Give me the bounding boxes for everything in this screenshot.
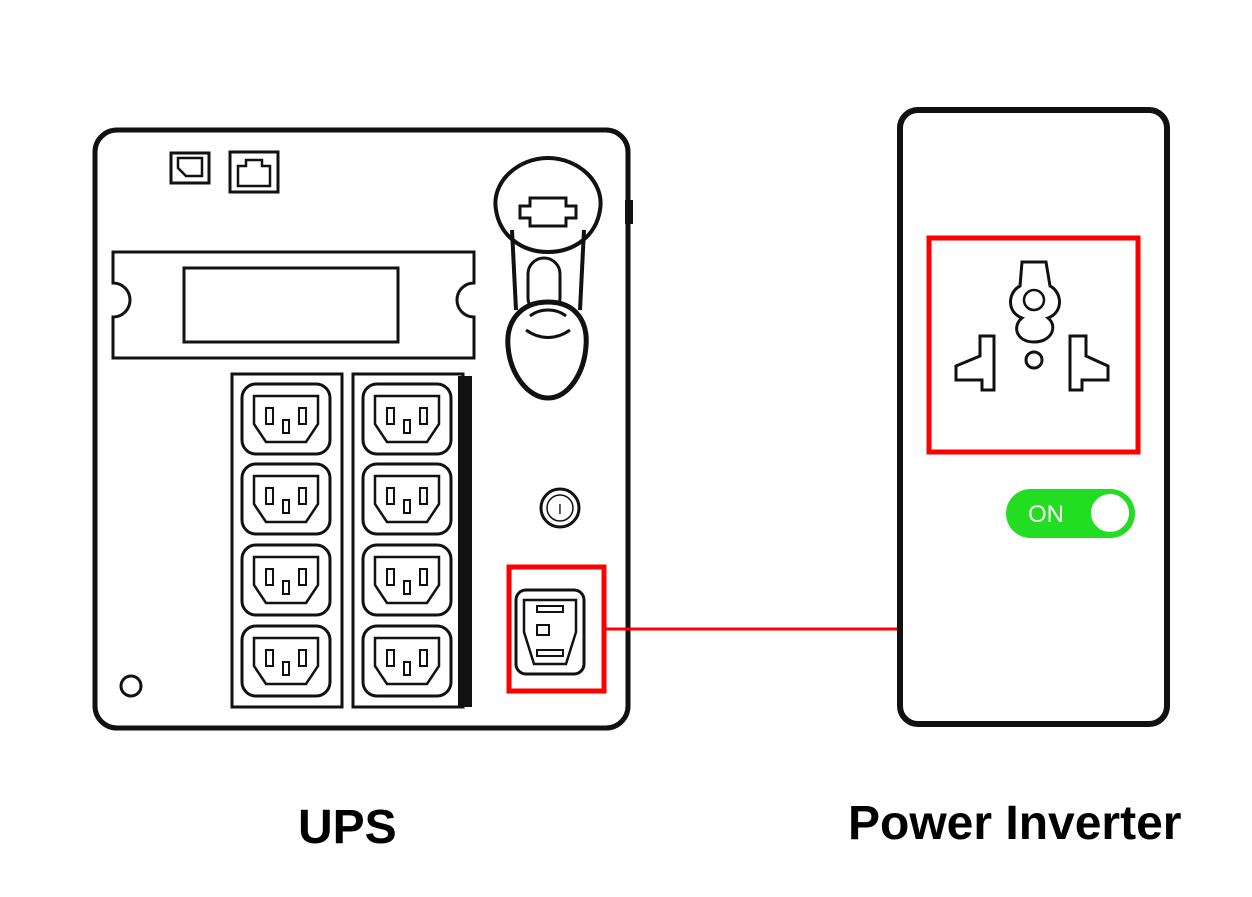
iec-c13-outlet-icon <box>242 384 330 454</box>
ups-unit: GROUP 1 I <box>92 127 633 731</box>
inverter-power-toggle[interactable]: ON <box>1006 489 1135 538</box>
expansion-slot <box>111 250 476 360</box>
iec-c13-outlet-icon <box>242 464 330 534</box>
iec-c13-outlet-icon <box>363 384 451 454</box>
inverter-caption: Power Inverter <box>848 797 1182 850</box>
rj45-port-icon <box>228 150 280 194</box>
ups-panel-edge-tab <box>625 200 633 224</box>
inverter-unit: ON <box>897 107 1170 727</box>
inverter-outlet-highlight <box>926 235 1141 455</box>
universal-socket-icon[interactable] <box>954 260 1110 392</box>
ups-ground-screw <box>119 674 143 698</box>
iec-c13-outlet-icon <box>363 545 451 615</box>
ups-caption: UPS <box>298 801 397 854</box>
power-button-glyph: I <box>558 501 562 518</box>
inverter-body <box>897 107 1170 727</box>
iec-c13-outlet-icon <box>363 464 451 534</box>
toggle-state-label: ON <box>1028 501 1064 528</box>
usb-b-port-icon <box>169 151 211 185</box>
power-cord-retainer-icon <box>493 155 603 401</box>
ups-outlet-bank: GROUP 1 <box>230 372 472 709</box>
iec-c13-outlet-icon <box>242 545 330 615</box>
outlet-group-bar <box>458 376 472 707</box>
iec-c14-inlet-icon[interactable] <box>514 588 586 676</box>
outlet-group-label: GROUP 1 <box>455 506 470 578</box>
iec-c13-outlet-icon <box>363 626 451 696</box>
iec-c13-outlet-icon <box>242 626 330 696</box>
ups-power-button[interactable]: I <box>539 487 581 529</box>
toggle-knob <box>1089 492 1131 534</box>
